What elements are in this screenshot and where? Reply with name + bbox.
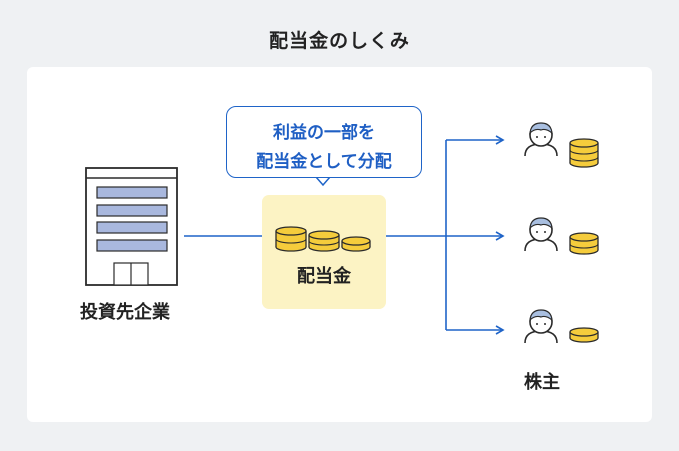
bubble-text-line-2: 配当金として分配 — [256, 152, 392, 172]
coin-stack-icon — [341, 236, 371, 252]
dividend-pool-box — [262, 195, 386, 309]
diagram-title: 配当金のしくみ — [269, 30, 410, 52]
company-label: 投資先企業 — [80, 302, 170, 323]
distribution-arrows — [386, 135, 505, 335]
speech-bubble — [226, 106, 422, 178]
coin-stack-icon — [308, 230, 340, 252]
person-icon — [524, 122, 558, 157]
person-icon — [524, 217, 558, 252]
coin-stack-icon — [569, 138, 599, 168]
person-icon — [524, 309, 558, 344]
bubble-text-line-1: 利益の一部を — [273, 123, 375, 143]
shareholder-label: 株主 — [524, 372, 560, 393]
building-icon — [85, 167, 178, 286]
coin-stack-icon — [275, 226, 307, 252]
coin-stack-icon — [569, 327, 599, 343]
bubble-tail — [315, 176, 331, 187]
dividend-pool-label: 配当金 — [297, 266, 351, 287]
coin-stack-icon — [569, 232, 599, 255]
